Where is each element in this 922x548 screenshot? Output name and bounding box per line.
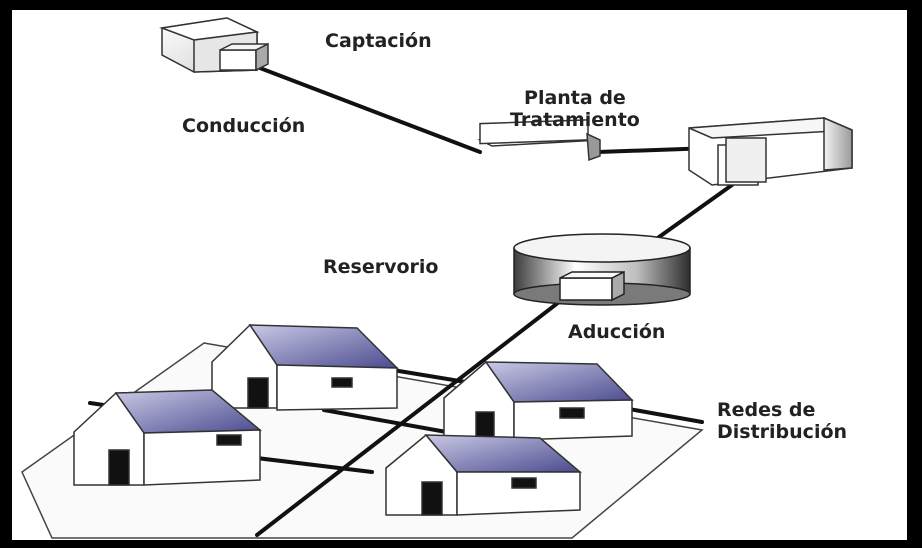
- house-4: [385, 433, 583, 516]
- conduction-box: [477, 119, 601, 162]
- label-conduccion: Conducción: [182, 115, 306, 137]
- label-aduccion: Aducción: [568, 321, 666, 343]
- house-2: [73, 389, 263, 486]
- label-reservorio: Reservorio: [323, 256, 439, 278]
- label-redes-line-1: Redes de: [717, 399, 816, 421]
- label-planta-line-1: Planta de: [524, 87, 626, 109]
- reservoir-tank: [513, 233, 691, 306]
- diagram-frame: Captación Conducción Planta de Tratamien…: [12, 10, 907, 540]
- label-planta-de-tratamiento: Planta de Tratamiento: [510, 87, 640, 131]
- conduccion-pipe-1: [250, 63, 482, 154]
- label-planta-line-2: Tratamiento: [510, 109, 640, 131]
- label-redes-line-2: Distribución: [717, 421, 848, 443]
- treatment-plant-building: [688, 116, 853, 186]
- label-captacion: Captación: [325, 30, 432, 52]
- water-system-diagram: [21, 17, 853, 539]
- captacion-structure: [159, 17, 269, 73]
- house-1: [211, 323, 399, 411]
- label-redes-de-distribucion: Redes de Distribución: [717, 399, 847, 443]
- distribution-pipe-2: [322, 408, 454, 435]
- aduccion-main-pipe: [255, 290, 574, 537]
- house-3: [443, 360, 634, 441]
- treatment-to-reservoir-pipe: [650, 183, 734, 244]
